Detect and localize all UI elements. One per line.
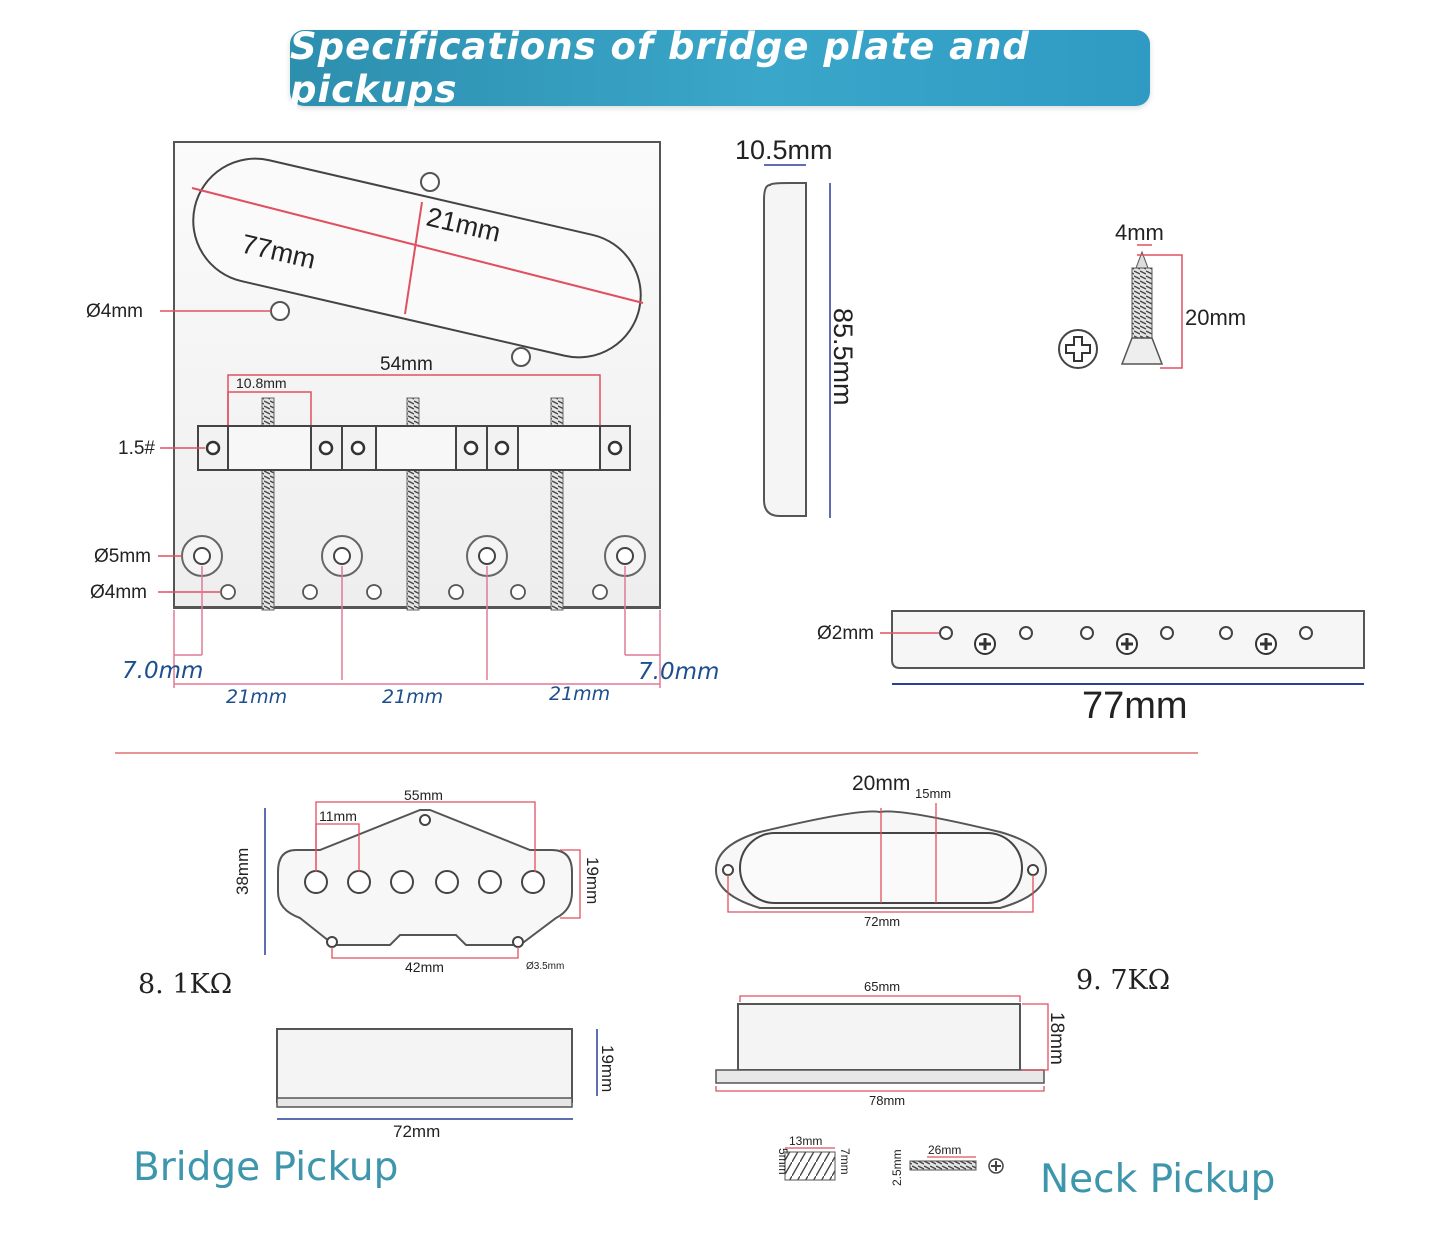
mount-hole-label: Ø3.5mm xyxy=(526,961,564,972)
side-height-label: 85.5mm xyxy=(828,308,858,406)
neck-width-label: 20mm xyxy=(852,772,910,795)
small-screw-detail: 26mm 2.5mm xyxy=(890,1143,1004,1186)
title-banner: Specifications of bridge plate and picku… xyxy=(290,25,1150,111)
pole-spacing-label: 11mm xyxy=(319,808,357,824)
strip-screw-icon xyxy=(974,633,1277,655)
slot-length-line xyxy=(191,187,644,304)
saddle-bar xyxy=(197,425,631,471)
screw-detail: 4mm 20mm xyxy=(1058,220,1246,369)
saddle-width-label: 10.8mm xyxy=(236,375,287,391)
spring-diameter-label: 5mm xyxy=(776,1148,790,1175)
mounting-strip: Ø2mm 77mm xyxy=(817,610,1365,727)
page-title: Specifications of bridge plate and picku… xyxy=(290,25,1030,111)
large-hole-label: Ø5mm xyxy=(94,546,151,567)
neck-pickup-top: 20mm 15mm 72mm xyxy=(714,772,1048,929)
neck-inner-width-label: 15mm xyxy=(915,786,951,801)
small-hole-label: Ø4mm xyxy=(86,301,143,322)
screw-length-label: 20mm xyxy=(1185,305,1246,330)
small-screw-diameter-label: 2.5mm xyxy=(890,1149,904,1186)
string-holes xyxy=(181,535,646,577)
spring-detail: 13mm 5mm 7mm xyxy=(776,1134,852,1181)
pickup-depth-label: 19mm xyxy=(583,857,602,904)
bottom-hole-label: Ø4mm xyxy=(90,582,147,603)
phillips-small-icon xyxy=(988,1158,1004,1174)
neck-pickup-side: 65mm 18mm 78mm xyxy=(715,979,1067,1108)
screw-size-label: 1.5# xyxy=(118,438,155,459)
saddle-span-label: 54mm xyxy=(380,354,433,375)
bridge-resistance-label: 8. 1KΩ xyxy=(138,969,232,1000)
phillips-icon xyxy=(1058,329,1098,369)
side-width-label: 10.5mm xyxy=(735,135,833,165)
spacing-1-label: 21mm xyxy=(226,686,287,708)
cover-length-label: 65mm xyxy=(864,979,900,994)
slot-width-line xyxy=(404,201,423,315)
neck-pickup-title: Neck Pickup xyxy=(1040,1157,1275,1202)
spring-height-label: 7mm xyxy=(838,1148,852,1175)
bridge-pickup-title: Bridge Pickup xyxy=(133,1145,398,1190)
bridge-pickup-top: 55mm 11mm 38mm 19mm 42mm Ø3.5mm xyxy=(233,787,602,975)
side-height-label-bridge: 19mm xyxy=(598,1045,617,1092)
neck-resistance-label: 9. 7KΩ xyxy=(1076,965,1170,996)
spacing-2-label: 21mm xyxy=(382,686,443,708)
edge-left-label: 7.0mm xyxy=(122,658,203,684)
side-length-label-bridge: 72mm xyxy=(393,1122,440,1141)
pole-span-label: 55mm xyxy=(404,787,443,803)
bridge-plate: 77mm 21mm Ø4mm 54mm 10.8mm xyxy=(86,141,719,708)
spring-length-label: 13mm xyxy=(789,1134,822,1148)
mounting-holes xyxy=(220,584,608,600)
bridge-pickup-side: 19mm 72mm xyxy=(276,1028,617,1141)
side-view: 10.5mm 85.5mm xyxy=(735,135,858,518)
base-length-label: 78mm xyxy=(869,1093,905,1108)
small-screw-length-label: 26mm xyxy=(928,1143,961,1157)
neck-length-label: 72mm xyxy=(864,914,900,929)
pickup-height-label: 38mm xyxy=(233,848,252,895)
base-width-label: 42mm xyxy=(405,959,444,975)
cover-height-label: 18mm xyxy=(1046,1012,1067,1065)
edge-right-label: 7.0mm xyxy=(638,659,719,685)
strip-hole-label: Ø2mm xyxy=(817,623,874,644)
strip-length-label: 77mm xyxy=(1082,685,1188,727)
spacing-3-label: 21mm xyxy=(549,683,610,705)
screw-diameter-label: 4mm xyxy=(1115,220,1164,245)
